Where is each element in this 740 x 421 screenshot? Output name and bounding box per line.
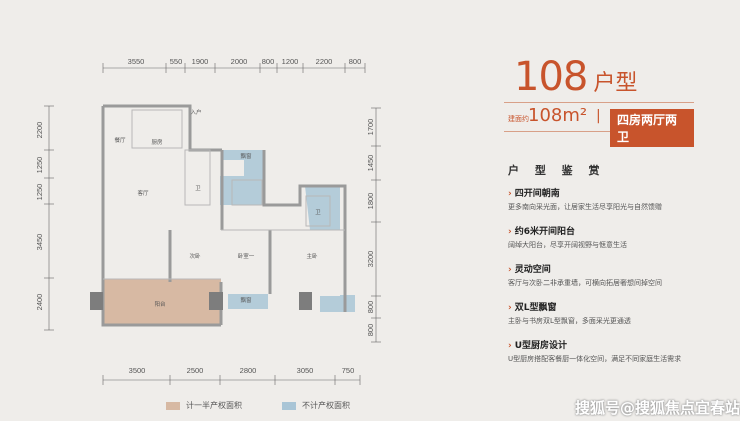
dim-top-1: 3550: [128, 57, 145, 66]
feature-title: 四开间朝南: [514, 189, 560, 199]
dim-left-2: 1250: [35, 157, 44, 174]
balcony-area: [103, 279, 221, 325]
feature-title: U型厨房设计: [514, 341, 568, 351]
dim-top-7: 2200: [316, 57, 333, 66]
feature-desc: 阔绰大阳台，尽享开阔视野与惬意生活: [508, 241, 627, 249]
window-bay-b: [305, 186, 355, 312]
area-bar: 建面约 108m² | 四房两厅两卫: [504, 102, 694, 147]
arrow-icon: ›: [508, 189, 512, 199]
dim-right-5: 800: [366, 301, 375, 314]
dim-top-6: 1200: [282, 57, 299, 66]
room-kitchen: 厨房: [151, 138, 163, 146]
room-bay-b: 飘窗: [240, 296, 252, 304]
watermark: 搜狐号@搜狐焦点宜春站: [575, 399, 740, 417]
room-bath-a: 卫: [195, 185, 201, 192]
inner-lines: [103, 109, 345, 280]
column-right: [299, 292, 312, 310]
column-mid: [209, 292, 223, 310]
dim-right-2: 1450: [366, 155, 375, 172]
room-bedroom1: 卧室一: [238, 252, 255, 260]
feature-desc: 客厅与次卧二非承重墙，可横向拓居奢想间掉空间: [508, 279, 662, 287]
feature-title: 约6米开间阳台: [514, 227, 575, 237]
feature-title: 双L型飘窗: [514, 303, 557, 313]
legend-swatch-none: [282, 401, 296, 410]
area-value: 108m²: [528, 105, 588, 126]
window-bay-a: [220, 150, 264, 205]
dim-bottom-2: 2500: [187, 366, 204, 375]
dim-left-3: 1250: [35, 184, 44, 201]
dim-bottom-1: 3500: [129, 366, 146, 375]
room-balcony: 阳台: [154, 300, 166, 308]
dim-bottom-5: 750: [342, 366, 355, 375]
unit-number: 108: [514, 54, 588, 100]
dim-top-5: 800: [262, 57, 275, 66]
dim-top-3: 1900: [192, 57, 209, 66]
feature-desc: U型厨房搭配客餐厨一体化空间，满足不同家庭生活需求: [508, 355, 682, 363]
feature-item: ›灵动空间 客厅与次卧二非承重墙，可横向拓居奢想间掉空间: [508, 262, 718, 288]
window-bay-c: [228, 294, 268, 309]
room-bedroom2: 次卧: [189, 252, 201, 260]
room-entrance: 入户: [190, 108, 201, 116]
dim-right-1: 1700: [366, 119, 375, 136]
room-bay-a: 飘窗: [240, 152, 252, 160]
legend-none-label: 不计产权面积: [302, 401, 350, 410]
unit-title: 108 户型: [514, 54, 637, 100]
dim-left-4: 3450: [35, 234, 44, 251]
top-dimensions: [102, 63, 366, 73]
dim-right-4: 3200: [366, 251, 375, 268]
room-master: 主卧: [306, 252, 318, 260]
right-dimensions: [371, 107, 381, 343]
unit-label: 户型: [593, 71, 638, 96]
dim-top-2: 550: [170, 57, 183, 66]
arrow-icon: ›: [508, 227, 512, 237]
legend: 计一半产权面积 不计产权面积: [166, 400, 350, 411]
area-separator: |: [596, 108, 601, 124]
bottom-dimensions: [102, 375, 361, 385]
room-living: 客厅: [137, 189, 149, 197]
unit-type-badge: 四房两厅两卫: [610, 109, 694, 147]
legend-half-label: 计一半产权面积: [186, 401, 242, 410]
info-panel: 108 户型 建面约 108m² | 四房两厅两卫 户 型 鉴 赏 ›四开间朝南…: [484, 48, 724, 378]
room-dining-side: 餐厅: [114, 136, 126, 144]
legend-swatch-half: [166, 401, 180, 410]
dim-top-8: 800: [349, 57, 362, 66]
feature-item: ›U型厨房设计 U型厨房搭配客餐厨一体化空间，满足不同家庭生活需求: [508, 338, 718, 364]
feature-item: ›四开间朝南 更多南向采光面，让居家生活尽享阳光与自然馈赠: [508, 186, 718, 212]
dim-bottom-3: 2800: [240, 366, 257, 375]
feature-item: ›双L型飘窗 主卧与书房双L型飘窗，多面采光更通透: [508, 300, 718, 326]
dim-top-4: 2000: [231, 57, 248, 66]
dim-right-3: 1800: [366, 193, 375, 210]
dim-right-6: 800: [366, 324, 375, 337]
dim-bottom-4: 3050: [297, 366, 314, 375]
feature-desc: 更多南向采光面，让居家生活尽享阳光与自然馈赠: [508, 203, 662, 211]
dim-left-1: 2200: [35, 122, 44, 139]
column-left: [90, 292, 103, 310]
arrow-icon: ›: [508, 341, 512, 351]
dim-left-5: 2400: [35, 294, 44, 311]
feature-desc: 主卧与书房双L型飘窗，多面采光更通透: [508, 317, 631, 325]
features-heading: 户 型 鉴 赏: [508, 164, 606, 177]
arrow-icon: ›: [508, 265, 512, 275]
room-bath-b: 卫: [315, 209, 321, 216]
feature-title: 灵动空间: [514, 265, 551, 275]
feature-item: ›约6米开间阳台 阔绰大阳台，尽享开阔视野与惬意生活: [508, 224, 718, 250]
area-prefix: 建面约: [508, 115, 529, 123]
arrow-icon: ›: [508, 303, 512, 313]
left-dimensions: [44, 105, 54, 331]
